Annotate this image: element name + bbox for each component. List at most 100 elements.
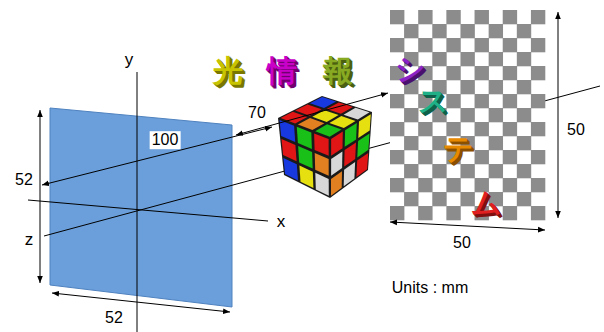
board-square [404,192,418,206]
board-square [418,206,432,220]
cube-sticker [282,139,297,161]
board-square [503,10,517,24]
board-square [489,164,503,178]
units-note: Units : mm [392,279,468,297]
board-square [531,94,545,108]
board-square [446,94,460,108]
board-square [475,38,489,52]
board-square [390,206,404,220]
board-square [446,10,460,24]
board-square [418,178,432,192]
board-square [503,94,517,108]
dimension-line [42,127,272,185]
dimension-label: 50 [567,121,585,139]
board-square [489,52,503,66]
board-square [517,164,531,178]
dimension-label: 52 [15,171,33,189]
board-square [390,122,404,136]
board-square [460,24,474,38]
board-square [446,66,460,80]
board-square [446,178,460,192]
board-square [517,24,531,38]
board-square [503,178,517,192]
board-square [390,38,404,52]
board-square [475,94,489,108]
dimension-line [52,293,230,312]
board-square [460,52,474,66]
hologram-plane [50,108,232,307]
board-square [446,206,460,220]
board-square [531,66,545,80]
board-square [503,150,517,164]
board-square [517,108,531,122]
axis-label: y [125,51,134,70]
3d-letter: 報 [323,54,353,87]
board-square [517,136,531,150]
axis-label: z [25,231,34,250]
board-square [390,150,404,164]
dimension-label: 52 [105,309,123,327]
dimension-label: 70 [246,104,268,122]
board-square [531,122,545,136]
board-square [460,108,474,122]
board-square [390,10,404,24]
board-square [475,66,489,80]
cube-sticker [299,166,313,189]
board-square [460,80,474,94]
board-square [418,10,432,24]
rubiks-cube [278,96,372,198]
board-square [475,122,489,136]
board-square [432,192,446,206]
cube-sticker [315,173,329,196]
3d-letter: テ [443,132,474,165]
board-square [489,80,503,94]
board-square [432,164,446,178]
board-square [460,164,474,178]
dimension-line [40,110,41,283]
cube-sticker [331,151,342,175]
board-square [418,122,432,136]
board-square [503,38,517,52]
checkerboard [390,10,545,220]
x-axis [28,200,268,221]
3d-letter: シ [395,52,426,85]
axis-label: x [277,213,286,232]
board-square [531,10,545,24]
board-square [432,52,446,66]
3d-letter: ム [471,186,502,219]
board-square [404,108,418,122]
cube-sticker [297,127,312,149]
dimension-label: 100 [150,131,181,149]
cube-sticker [344,162,355,186]
cube-sticker [315,153,329,176]
cube-sticker [298,146,313,168]
board-square [446,38,460,52]
board-square [418,150,432,164]
board-square [503,122,517,136]
board-square [475,10,489,24]
board-square [517,80,531,94]
board-square [404,164,418,178]
board-square [531,38,545,52]
board-square [404,136,418,150]
cube-sticker [331,171,342,196]
board-square [475,150,489,164]
board-ground [390,10,545,220]
board-square [517,192,531,206]
dimension-line [558,12,559,218]
board-square [531,178,545,192]
board-square [390,94,404,108]
board-square [517,52,531,66]
3d-letter: 光 [213,54,243,87]
board-square [432,24,446,38]
board-square [489,24,503,38]
board-square [531,150,545,164]
cube-body [278,96,372,198]
cube-sticker [356,153,368,177]
dimension-line [236,93,388,135]
board-square [503,66,517,80]
board-square [418,38,432,52]
board-square [531,206,545,220]
